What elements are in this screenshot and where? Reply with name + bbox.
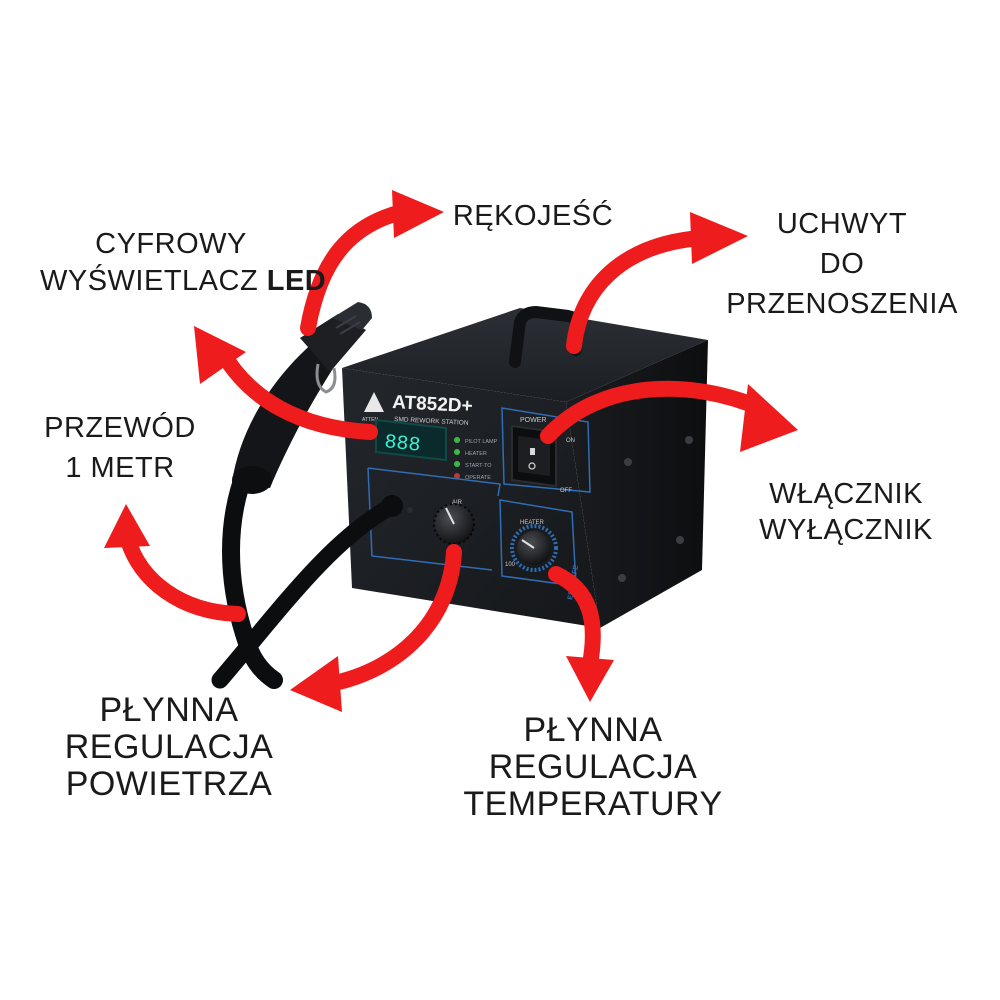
arrow-head-handle-icon (392, 190, 444, 238)
arrow-handle (300, 204, 410, 336)
indicator-leds: PILOT LAMP HEATER START-TO OPERATE (454, 437, 498, 481)
label-display-line1: CYFROWY (95, 228, 247, 260)
arrow-air (322, 544, 462, 692)
label-temp-line2: REGULACJA (488, 748, 698, 786)
heater-scale (510, 524, 558, 572)
indicator-label: OPERATE (465, 475, 491, 481)
label-temp-control: PŁYNNA REGULACJA TEMPERATURY (448, 712, 738, 823)
model-subtitle: SMD REWORK STATION (394, 416, 469, 427)
off-label: OFF (560, 488, 572, 494)
label-display-led: LED (266, 265, 327, 297)
model-name: AT852D+ (392, 392, 473, 417)
label-cable-line2: 1 METR (65, 452, 175, 484)
arrow-head-air-icon (290, 656, 342, 712)
power-switch-mark-icon (530, 448, 535, 455)
arrow-head-power-icon (740, 384, 798, 452)
arrow-display (214, 344, 378, 440)
on-label: ON (566, 438, 575, 444)
arrow-carry-handle (566, 230, 708, 354)
brand-logo-icon (364, 392, 384, 412)
label-cable: PRZEWÓD 1 METR (30, 408, 210, 488)
label-cable-line1: PRZEWÓD (44, 412, 196, 444)
label-power-switch: WŁĄCZNIK WYŁĄCZNIK (744, 476, 948, 548)
arrow-cable (120, 532, 246, 622)
led-display-value: 888 (383, 431, 421, 458)
label-air-line3: POWIETRZA (65, 765, 273, 803)
arrow-head-carry-icon (690, 212, 748, 264)
label-carry-line3: PRZENOSZENIA (726, 288, 958, 320)
arrow-power (540, 380, 768, 444)
label-temp-line1: PŁYNNA (523, 711, 663, 749)
label-handle-line1: RĘKOJEŚĆ (452, 200, 614, 232)
heater-min-label: 100 (505, 562, 516, 568)
led-display (375, 418, 447, 462)
label-power-line2: WYŁĄCZNIK (759, 514, 933, 546)
label-air-line2: REGULACJA (64, 728, 274, 766)
label-temp-line3: TEMPERATURY (463, 785, 723, 823)
label-carry-line2: DO (819, 248, 865, 280)
indicator-label: START-TO (465, 463, 492, 469)
callout-arrows (104, 190, 798, 712)
power-label: POWER (520, 417, 546, 424)
front-panel: AT852D+ SMD REWORK STATION ATTEN 888 PIL… (362, 392, 591, 600)
label-air-control: PŁYNNA REGULACJA POWIETRZA (38, 692, 300, 803)
arrow-head-display-icon (194, 326, 246, 384)
brand-label: ATTEN (362, 417, 378, 423)
indicator-label: PILOT LAMP (465, 439, 498, 445)
gun-holder (315, 363, 337, 394)
arrow-temperature (548, 566, 601, 672)
label-air-line1: PŁYNNA (99, 691, 239, 729)
label-handle: RĘKOJEŚĆ (438, 198, 628, 235)
label-display: CYFROWY WYŚWIETLACZ LED (40, 226, 326, 300)
indicator-label: HEATER (465, 451, 487, 457)
label-display-line2: WYŚWIETLACZ (40, 265, 259, 297)
label-carry-handle: UCHWYT DO PRZENOSZENIA (726, 204, 958, 324)
label-carry-line1: UCHWYT (776, 208, 908, 240)
heater-label: HEATER (520, 520, 545, 526)
arrow-head-temperature-icon (566, 656, 614, 702)
arrow-head-cable-icon (104, 504, 150, 548)
label-power-line1: WŁĄCZNIK (769, 478, 923, 510)
air-label: AIR (452, 500, 463, 506)
